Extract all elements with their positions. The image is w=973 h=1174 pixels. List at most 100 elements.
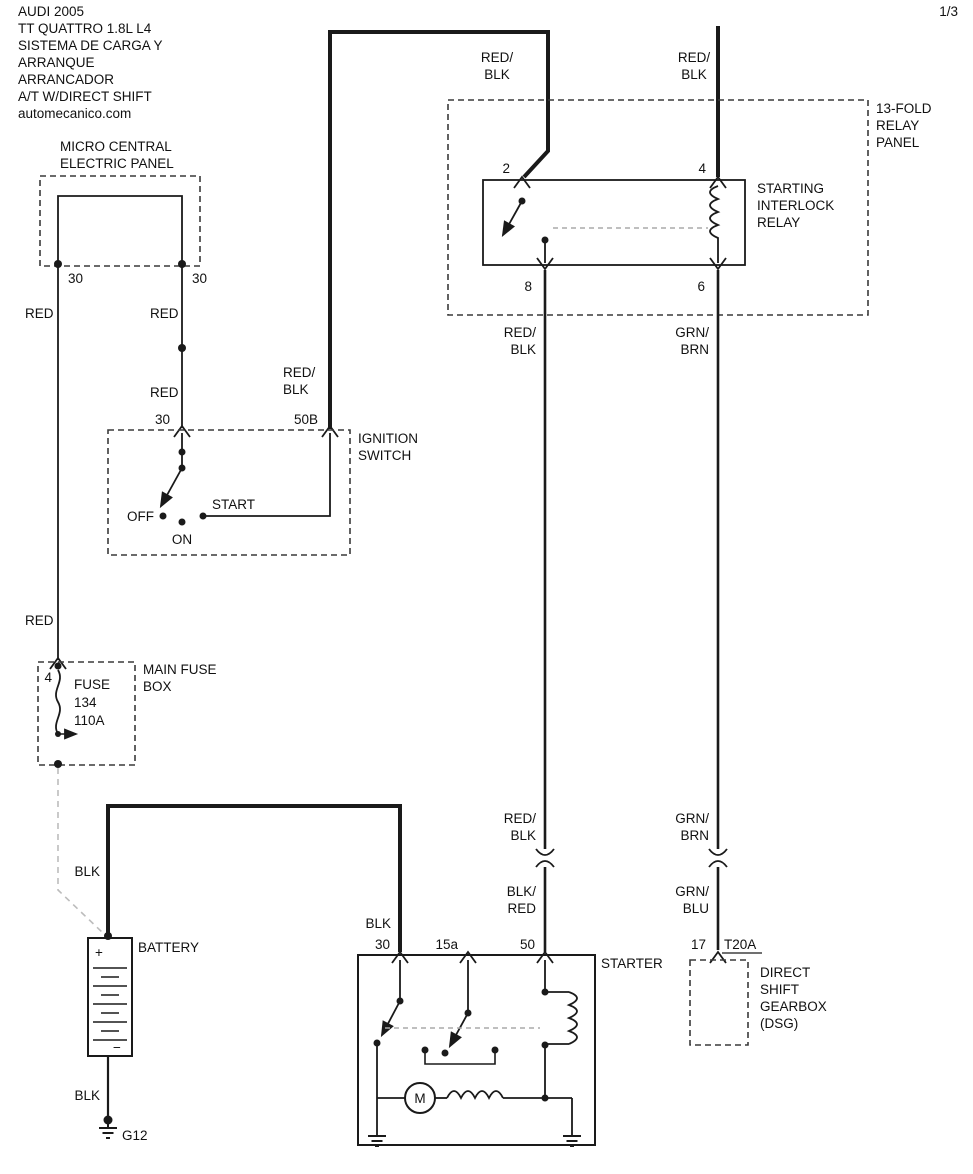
page-number: 1/3 bbox=[939, 4, 958, 19]
component-label: SHIFT bbox=[760, 982, 799, 997]
wire-color-label: BLK bbox=[681, 67, 707, 82]
inline-connector-icon bbox=[708, 848, 728, 868]
component-label: RELAY bbox=[757, 215, 800, 230]
battery-circuit: BLK BLK + − BATTERY BLK G12 bbox=[74, 804, 402, 1143]
switch-lever bbox=[159, 467, 183, 509]
switch-lever bbox=[448, 1012, 469, 1049]
component-label: GEARBOX bbox=[760, 999, 827, 1014]
wire-color-label: BLK bbox=[510, 828, 536, 843]
component-label: PANEL bbox=[876, 135, 920, 150]
solenoid-coil bbox=[566, 991, 578, 1045]
terminal-label: 30 bbox=[68, 271, 83, 286]
dashed-box bbox=[689, 959, 749, 1046]
switch-lever bbox=[380, 1000, 401, 1038]
wire-color-label: BRN bbox=[680, 342, 709, 357]
component-label: DIRECT bbox=[760, 965, 810, 980]
ignition-switch: 30 50B RED/ BLK IGNITION SWITCH OFF ON S… bbox=[107, 365, 418, 556]
wire-color-label: BLU bbox=[683, 901, 709, 916]
junction-dot bbox=[54, 760, 62, 768]
terminal-label: 30 bbox=[375, 937, 390, 952]
component-label: ELECTRIC PANEL bbox=[60, 156, 174, 171]
wire-color-label: GRN/ bbox=[675, 884, 709, 899]
dashed-box bbox=[107, 429, 351, 556]
contact-dot bbox=[159, 512, 167, 520]
relay-panel: 13-FOLD RELAY PANEL bbox=[447, 99, 932, 316]
micro-central-electric-panel: MICRO CENTRAL ELECTRIC PANEL 30 30 bbox=[39, 139, 207, 286]
fuse-rating-label: 110A bbox=[74, 713, 105, 728]
fuse-label: FUSE bbox=[74, 677, 110, 692]
internal-bus-wire bbox=[57, 195, 183, 264]
component-label: (DSG) bbox=[760, 1016, 798, 1031]
component-label: MICRO CENTRAL bbox=[60, 139, 172, 154]
wire-ghost-fuse-to-battery bbox=[57, 768, 105, 935]
terminal-label: 50B bbox=[294, 412, 318, 427]
switch-position-label: START bbox=[212, 497, 255, 512]
title-line: AUDI 2005 bbox=[18, 4, 84, 19]
wire-color-label: RED bbox=[507, 901, 536, 916]
wire-red-ignition-feed: RED RED bbox=[150, 266, 186, 428]
wire-color-label: BRN bbox=[680, 828, 709, 843]
relay-coil bbox=[709, 185, 721, 263]
inline-connector-icon bbox=[535, 848, 555, 868]
title-line: ARRANCADOR bbox=[18, 72, 114, 87]
wire-color-label: BLK bbox=[283, 382, 309, 397]
junction-dot bbox=[54, 260, 62, 268]
wire-color-label: RED/ bbox=[504, 811, 537, 826]
battery-box bbox=[87, 937, 133, 1057]
component-label: MAIN FUSE bbox=[143, 662, 217, 677]
terminal-label: 4 bbox=[44, 670, 52, 685]
start-contact-wire bbox=[203, 433, 331, 517]
junction-dot bbox=[178, 260, 186, 268]
wire-color-label: BLK bbox=[510, 342, 536, 357]
terminal-label: 17 bbox=[691, 937, 706, 952]
wire-color-label: BLK bbox=[484, 67, 510, 82]
dashed-box bbox=[447, 99, 869, 316]
fuse-rating-label: 134 bbox=[74, 695, 97, 710]
inductor-coil bbox=[446, 1090, 504, 1101]
dashed-box bbox=[39, 175, 201, 267]
ground-icon bbox=[99, 1120, 117, 1139]
wire-segment bbox=[328, 30, 550, 429]
direct-shift-gearbox: 17 T20A DIRECT SHIFT GEARBOX (DSG) bbox=[689, 937, 827, 1046]
wire-color-label: BLK/ bbox=[507, 884, 537, 899]
terminal-label: 4 bbox=[698, 161, 706, 176]
terminal-label: 15a bbox=[435, 937, 458, 952]
wire-color-label: RED/ bbox=[504, 325, 537, 340]
wire-color-label: BLK bbox=[74, 1088, 100, 1103]
site-credit: automecanico.com bbox=[18, 106, 131, 121]
wire-relay8-to-starter: RED/ BLK RED/ BLK BLK/ RED bbox=[504, 270, 555, 952]
wire-color-label: RED bbox=[25, 613, 54, 628]
component-label: BATTERY bbox=[138, 940, 199, 955]
terminal-label: 8 bbox=[524, 279, 532, 294]
contact-dot bbox=[178, 518, 186, 526]
switch-position-label: ON bbox=[172, 532, 192, 547]
battery-positive-cable bbox=[106, 804, 402, 952]
contact-link-wire bbox=[424, 1050, 496, 1065]
title-line: SISTEMA DE CARGA Y bbox=[18, 38, 163, 53]
junction-dot bbox=[54, 662, 62, 670]
title-line: A/T W/DIRECT SHIFT bbox=[18, 89, 152, 104]
ground-icon bbox=[368, 1135, 386, 1147]
wire-color-label: RED/ bbox=[283, 365, 316, 380]
ground-label: G12 bbox=[122, 1128, 148, 1143]
wire-color-label: GRN/ bbox=[675, 325, 709, 340]
terminal-connector-icon bbox=[513, 176, 531, 189]
component-label: STARTER bbox=[601, 956, 663, 971]
component-label: BOX bbox=[143, 679, 172, 694]
wire-red-left-feed: RED RED bbox=[25, 266, 59, 660]
wire-color-label: RED/ bbox=[481, 50, 514, 65]
starting-interlock-relay: 2 4 STARTING INTERLOCK RELAY 8 6 bbox=[482, 161, 834, 294]
wire-color-label: RED bbox=[150, 385, 179, 400]
relay-switch-lever bbox=[501, 200, 523, 238]
component-label: IGNITION bbox=[358, 431, 418, 446]
terminal-label: 30 bbox=[192, 271, 207, 286]
terminal-label: 6 bbox=[697, 279, 705, 294]
relay-box bbox=[482, 179, 746, 266]
terminal-label: 2 bbox=[502, 161, 510, 176]
component-label: STARTING bbox=[757, 181, 824, 196]
starter-box bbox=[357, 954, 596, 1146]
component-label: INTERLOCK bbox=[757, 198, 834, 213]
terminal-label: 30 bbox=[155, 412, 170, 427]
